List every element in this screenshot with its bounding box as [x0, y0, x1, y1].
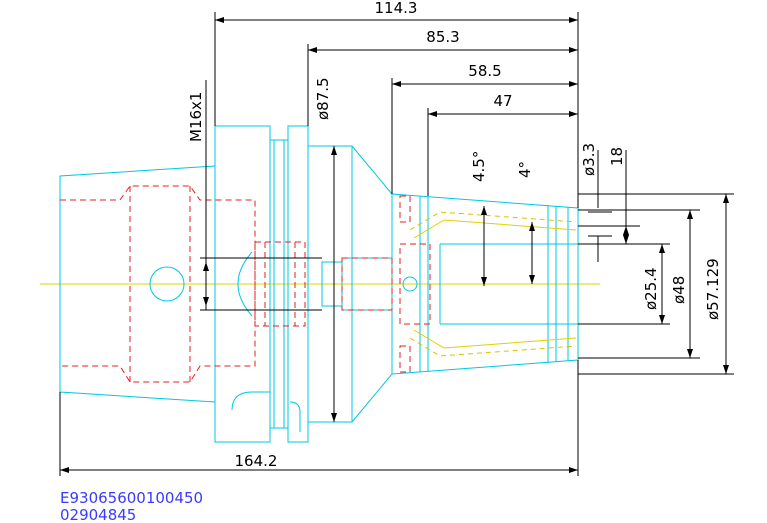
dim-ang45: 4.5°: [470, 151, 488, 182]
dim-114: 114.3: [375, 0, 418, 17]
dim-164: 164.2: [235, 452, 278, 470]
dim-dia48: ø48: [670, 276, 688, 304]
part-number: 02904845: [60, 506, 136, 523]
dim-dia87: ø87.5: [314, 77, 332, 120]
dim-dia254: ø25.4: [642, 267, 660, 310]
dim-dia57: ø57.129: [704, 258, 722, 320]
dimension-lines: [59, 12, 734, 476]
dim-47: 47: [493, 92, 512, 110]
dim-thread: M16x1: [187, 92, 205, 142]
dim-18: 18: [608, 147, 626, 166]
hidden-lines: [60, 185, 431, 383]
dim-85: 85.3: [426, 28, 459, 46]
part-code: E93065600100450: [60, 489, 203, 507]
dim-dia33: ø3.3: [580, 143, 598, 176]
dim-ang4: 4°: [516, 161, 534, 178]
dim-58: 58.5: [468, 62, 501, 80]
